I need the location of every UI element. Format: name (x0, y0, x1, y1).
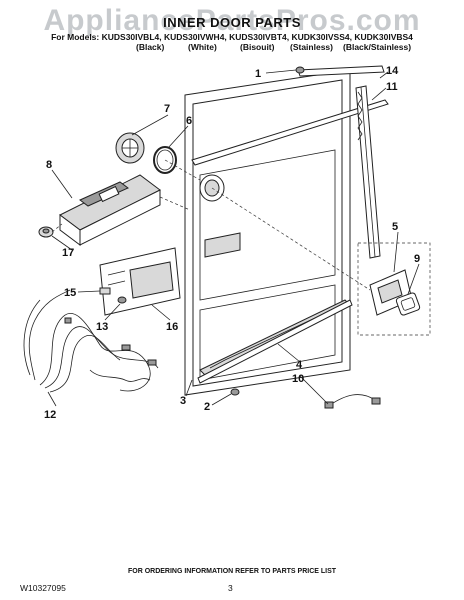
top-trim-strip (191, 65, 389, 166)
wire-connector (324, 394, 381, 409)
document-number: W10327095 (20, 583, 66, 593)
screw-part-13 (117, 296, 127, 304)
callout-10: 10 (292, 373, 304, 385)
variant-label: (Stainless) (290, 42, 333, 52)
screw-part-1 (295, 66, 305, 74)
vent-gasket (395, 292, 421, 316)
callout-6: 6 (186, 115, 192, 127)
variant-label: (Black) (136, 42, 165, 52)
callout-17: 17 (62, 247, 74, 259)
knob-part-17 (38, 226, 54, 238)
dispenser-assembly (59, 174, 161, 246)
callout-11: 11 (386, 81, 398, 93)
callout-15: 15 (64, 287, 76, 299)
callout-1: 1 (255, 68, 261, 80)
callout-13: 13 (96, 321, 108, 333)
variant-label: (White) (188, 42, 217, 52)
callout-12: 12 (44, 409, 56, 421)
callout-9: 9 (414, 253, 420, 265)
variant-label: (Black/Stainless) (343, 42, 412, 52)
callout-8: 8 (46, 159, 52, 171)
callout-5: 5 (392, 221, 398, 233)
inner-door-panel (184, 69, 351, 396)
bracket-part-15 (99, 287, 111, 295)
bottom-hinge-strip (197, 299, 353, 384)
callout-4: 4 (296, 359, 303, 371)
variant-label: (Bisouit) (240, 42, 275, 52)
callout-16: 16 (166, 321, 178, 333)
callout-7: 7 (164, 103, 170, 115)
callout-14: 14 (386, 65, 399, 77)
wire-harness (23, 289, 159, 393)
screw-part-2 (230, 388, 240, 396)
callout-3: 3 (180, 395, 186, 407)
page-number: 3 (228, 583, 233, 593)
ordering-note: FOR ORDERING INFORMATION REFER TO PARTS … (127, 568, 337, 575)
side-gasket (355, 85, 381, 259)
callout-2: 2 (204, 401, 210, 413)
page-title: INNER DOOR PARTS (163, 15, 301, 30)
watermark: AppliancePartsPros.com (43, 4, 421, 37)
control-board (99, 247, 181, 316)
models-line: For Models: KUDS30IVBL4, KUDS30IVWH4, KU… (51, 32, 413, 42)
vent-cap (115, 132, 145, 164)
